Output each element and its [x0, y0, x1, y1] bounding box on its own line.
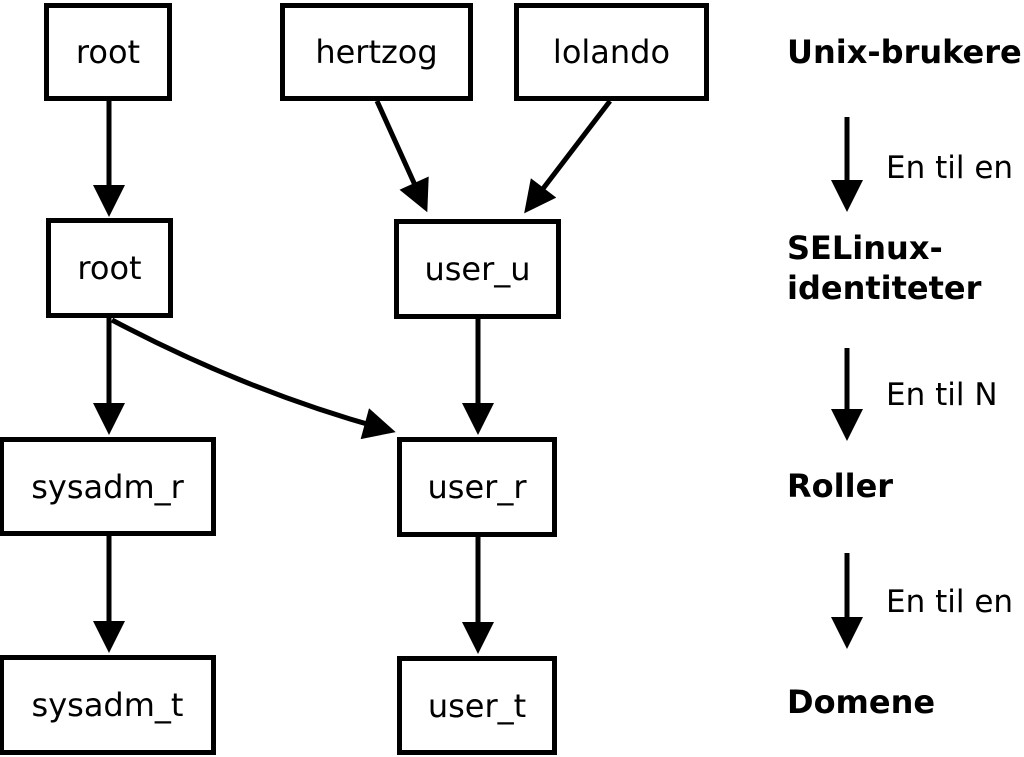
node-domain-sysadm_t: sysadm_t: [0, 655, 216, 755]
legend-level-domains: Domene: [787, 683, 936, 721]
node-label: user_t: [427, 686, 527, 725]
node-selinux-identity-root: root: [46, 218, 173, 318]
arrow-hertzog-to-user_u: [374, 99, 429, 213]
legend-mapping-one-to-one-1: En til en: [886, 150, 1014, 186]
legend-mapping-one-to-n: En til N: [886, 377, 998, 413]
node-label: sysadm_t: [31, 686, 184, 724]
legend-level-selinux-line1: SELinux-: [787, 229, 943, 267]
arrow-lolando-to-user_u: [524, 99, 612, 214]
node-role-sysadm_r: sysadm_r: [0, 437, 216, 536]
node-label: sysadm_r: [31, 467, 184, 506]
node-unix-user-hertzog: hertzog: [280, 3, 473, 101]
node-unix-user-root: root: [44, 3, 172, 101]
arrow-selinux-root-to-user_r: [110, 317, 396, 440]
node-label: user_u: [424, 250, 531, 288]
node-label: lolando: [552, 33, 671, 71]
legend-level-roles: Roller: [787, 467, 894, 505]
node-role-user_r: user_r: [397, 437, 557, 537]
legend-level-selinux-line2: identiteter: [787, 269, 982, 307]
node-label: root: [75, 33, 141, 71]
node-selinux-identity-user_u: user_u: [394, 219, 561, 319]
node-label: user_r: [427, 468, 527, 506]
legend-mapping-one-to-one-2: En til en: [886, 584, 1014, 620]
node-label: hertzog: [315, 33, 438, 71]
legend-level-selinux-identities: SELinux- identiteter: [787, 228, 981, 308]
legend-level-unix-users: Unix-brukere: [787, 33, 1022, 71]
node-unix-user-lolando: lolando: [514, 3, 709, 101]
node-label: root: [77, 249, 142, 287]
node-domain-user_t: user_t: [397, 656, 557, 755]
